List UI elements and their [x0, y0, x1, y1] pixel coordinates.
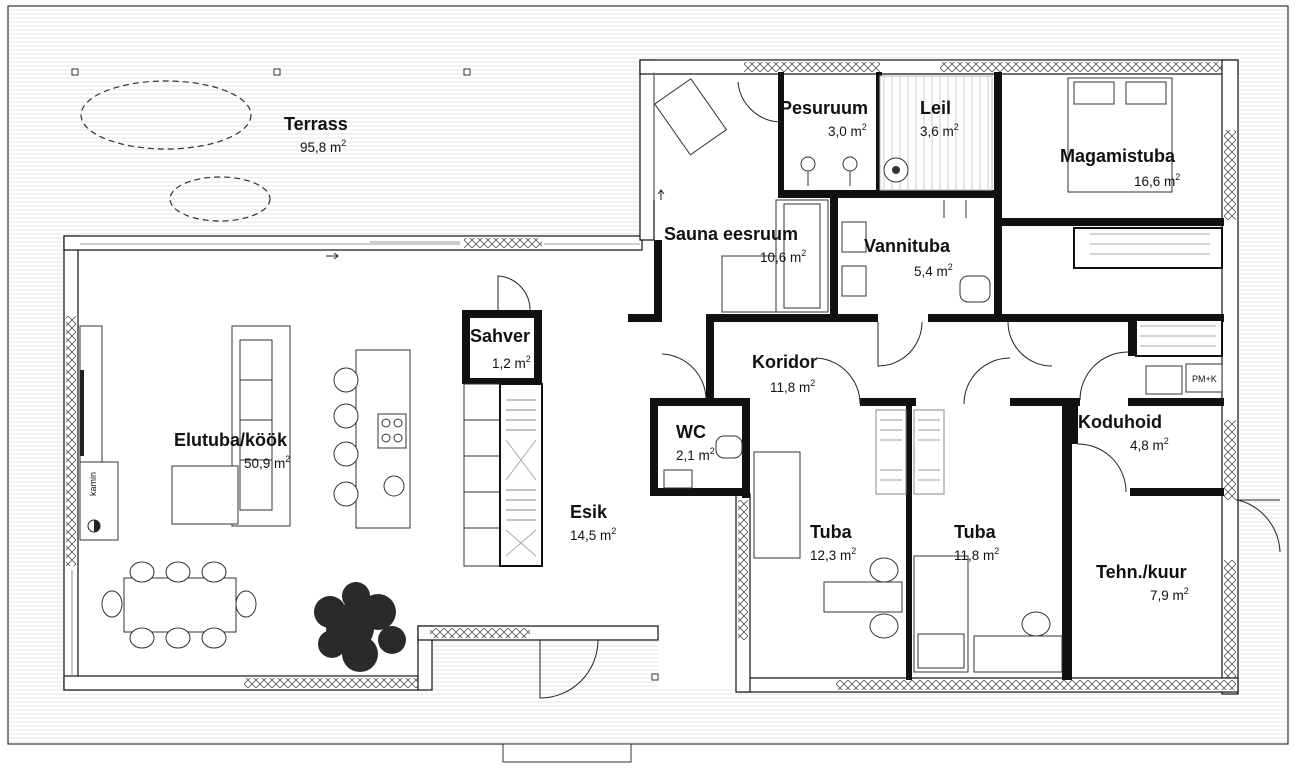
- svg-text:10,6 m2: 10,6 m2: [760, 248, 806, 265]
- living-furniture: kamin: [79, 325, 411, 672]
- svg-text:50,9 m2: 50,9 m2: [244, 454, 290, 471]
- room-area-leil: 3,6 m: [920, 124, 954, 139]
- svg-text:1,2 m2: 1,2 m2: [492, 354, 531, 371]
- room-name-esik: Esik: [570, 502, 608, 522]
- svg-text:95,8 m2: 95,8 m2: [300, 138, 346, 155]
- esik-furniture: [463, 383, 543, 567]
- room-area-sauna-eesruum: 10,6 m: [760, 250, 801, 265]
- svg-text:16,6 m2: 16,6 m2: [1134, 172, 1180, 189]
- room-area-tuba-2: 11,8 m: [954, 548, 994, 563]
- room-name-wc: WC: [676, 422, 706, 442]
- svg-text:3,0 m2: 3,0 m2: [828, 122, 867, 139]
- terrace-features: [71, 68, 659, 681]
- room-area-pesuruum: 3,0 m: [828, 124, 862, 139]
- room-name-tuba-1: Tuba: [810, 522, 853, 542]
- door-swings: [497, 81, 1281, 699]
- room-area-wc: 2,1 m: [676, 448, 710, 463]
- room-name-terrass: Terrass: [284, 114, 348, 134]
- svg-text:14,5 m2: 14,5 m2: [570, 526, 616, 543]
- room-area-koduhoid: 4,8 m: [1130, 438, 1164, 453]
- room-name-pesuruum: Pesuruum: [780, 98, 868, 118]
- tuba-furniture: [753, 409, 1063, 673]
- svg-text:4,8 m2: 4,8 m2: [1130, 436, 1169, 453]
- exterior-walls: [63, 59, 1239, 695]
- svg-text:11,8 m2: 11,8 m2: [954, 546, 999, 563]
- svg-text:3,6 m2: 3,6 m2: [920, 122, 959, 139]
- room-area-magamistuba: 16,6 m: [1134, 174, 1175, 189]
- svg-text:2,1 m2: 2,1 m2: [676, 446, 715, 463]
- room-labels: Terrass 95,8 m2 Elutuba/köök 50,9 m2 Sah…: [174, 98, 1189, 603]
- room-area-esik: 14,5 m: [570, 528, 611, 543]
- room-name-tehn-kuur: Tehn./kuur: [1096, 562, 1187, 582]
- room-name-koridor: Koridor: [752, 352, 817, 372]
- windows: [71, 72, 655, 676]
- room-area-elutuba: 50,9 m: [244, 456, 285, 471]
- svg-text:5,4 m2: 5,4 m2: [914, 262, 953, 279]
- sauna-furniture: [654, 75, 993, 313]
- room-area-sahver: 1,2 m: [492, 356, 526, 371]
- room-name-elutuba: Elutuba/köök: [174, 430, 288, 450]
- bedroom-furniture: [1067, 77, 1223, 357]
- pmk-label: PM+K: [1192, 374, 1217, 384]
- bathroom-fixtures: PM+K: [663, 200, 1223, 489]
- arrow-icons: [326, 189, 665, 260]
- room-name-sahver: Sahver: [470, 326, 530, 346]
- room-area-tehn-kuur: 7,9 m: [1150, 588, 1184, 603]
- interior-walls: [462, 72, 1224, 680]
- room-name-sauna-eesruum: Sauna eesruum: [664, 224, 798, 244]
- room-area-vannituba: 5,4 m: [914, 264, 948, 279]
- room-name-magamistuba: Magamistuba: [1060, 146, 1176, 166]
- room-area-tuba-1: 12,3 m: [810, 548, 851, 563]
- room-name-leil: Leil: [920, 98, 951, 118]
- room-name-tuba-2: Tuba: [954, 522, 997, 542]
- svg-text:11,8 m2: 11,8 m2: [770, 378, 815, 395]
- room-area-terrass: 95,8 m: [300, 140, 341, 155]
- svg-text:7,9 m2: 7,9 m2: [1150, 586, 1189, 603]
- kamin-label: kamin: [88, 472, 98, 496]
- room-name-koduhoid: Koduhoid: [1078, 412, 1162, 432]
- svg-text:12,3 m2: 12,3 m2: [810, 546, 856, 563]
- room-area-koridor: 11,8 m: [770, 380, 810, 395]
- room-name-vannituba: Vannituba: [864, 236, 951, 256]
- plant-icon: [314, 582, 406, 672]
